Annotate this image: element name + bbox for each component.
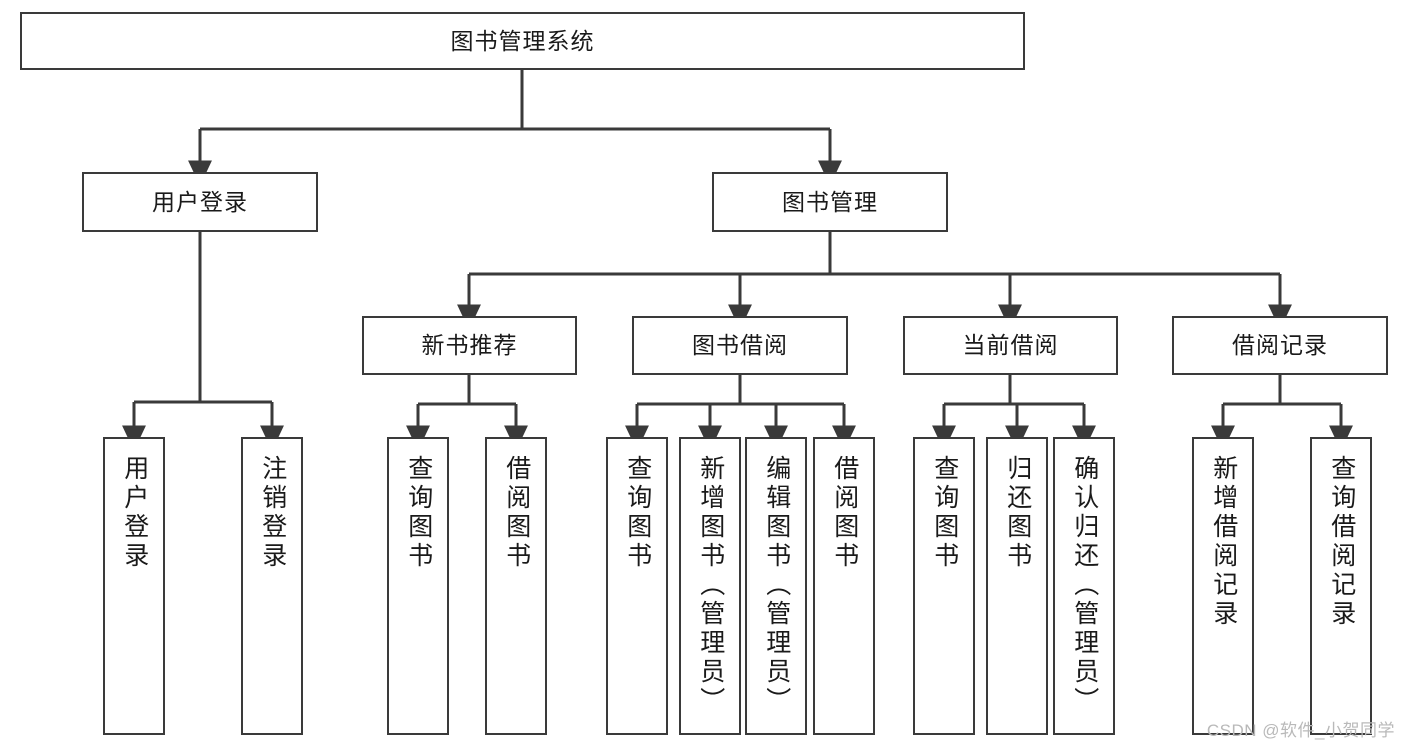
node-leaf-user-login-label: 用户登录 (120, 455, 149, 571)
node-borrow-record[interactable]: 借阅记录 (1172, 316, 1388, 375)
node-user-login-label: 用户登录 (152, 188, 248, 215)
node-leaf-return-book[interactable]: 归还图书 (986, 437, 1048, 735)
node-current-borrow[interactable]: 当前借阅 (903, 316, 1118, 375)
node-root-label: 图书管理系统 (450, 27, 595, 54)
node-leaf-user-login[interactable]: 用户登录 (103, 437, 165, 735)
node-leaf-confirm-return[interactable]: 确认归还（管理员） (1053, 437, 1115, 735)
node-leaf-borrow-book-2[interactable]: 借阅图书 (813, 437, 875, 735)
node-leaf-query-book-3[interactable]: 查询图书 (913, 437, 975, 735)
node-leaf-borrow-book-1-label: 借阅图书 (502, 455, 531, 571)
node-leaf-query-book-1-label: 查询图书 (404, 455, 433, 571)
node-new-book-recommend[interactable]: 新书推荐 (362, 316, 577, 375)
csdn-watermark: CSDN @软件_小贺同学 (1206, 721, 1395, 740)
node-leaf-logout-label: 注销登录 (258, 455, 287, 571)
node-leaf-query-book-2-label: 查询图书 (623, 455, 652, 571)
node-leaf-borrow-book-2-label: 借阅图书 (830, 455, 859, 571)
node-leaf-confirm-return-label: 确认归还（管理员） (1070, 455, 1099, 716)
node-leaf-query-book-1[interactable]: 查询图书 (387, 437, 449, 735)
node-leaf-borrow-book-1[interactable]: 借阅图书 (485, 437, 547, 735)
node-leaf-query-record[interactable]: 查询借阅记录 (1310, 437, 1372, 735)
node-leaf-edit-book-label: 编辑图书（管理员） (762, 455, 791, 716)
node-leaf-add-book-label: 新增图书（管理员） (696, 455, 725, 716)
node-current-borrow-label: 当前借阅 (962, 332, 1059, 359)
node-leaf-query-record-label: 查询借阅记录 (1327, 455, 1356, 629)
node-leaf-add-book[interactable]: 新增图书（管理员） (679, 437, 741, 735)
node-leaf-return-book-label: 归还图书 (1003, 455, 1032, 571)
node-book-manage[interactable]: 图书管理 (712, 172, 948, 232)
node-book-borrow-label: 图书借阅 (692, 332, 788, 359)
node-leaf-query-book-3-label: 查询图书 (930, 455, 959, 571)
node-borrow-record-label: 借阅记录 (1232, 332, 1328, 359)
node-leaf-edit-book[interactable]: 编辑图书（管理员） (745, 437, 807, 735)
node-book-manage-label: 图书管理 (782, 188, 878, 215)
node-book-borrow[interactable]: 图书借阅 (632, 316, 848, 375)
node-leaf-add-record-label: 新增借阅记录 (1209, 455, 1238, 629)
node-root[interactable]: 图书管理系统 (20, 12, 1025, 70)
node-leaf-add-record[interactable]: 新增借阅记录 (1192, 437, 1254, 735)
node-new-book-recommend-label: 新书推荐 (421, 332, 518, 359)
node-leaf-logout[interactable]: 注销登录 (241, 437, 303, 735)
node-user-login[interactable]: 用户登录 (82, 172, 318, 232)
node-leaf-query-book-2[interactable]: 查询图书 (606, 437, 668, 735)
